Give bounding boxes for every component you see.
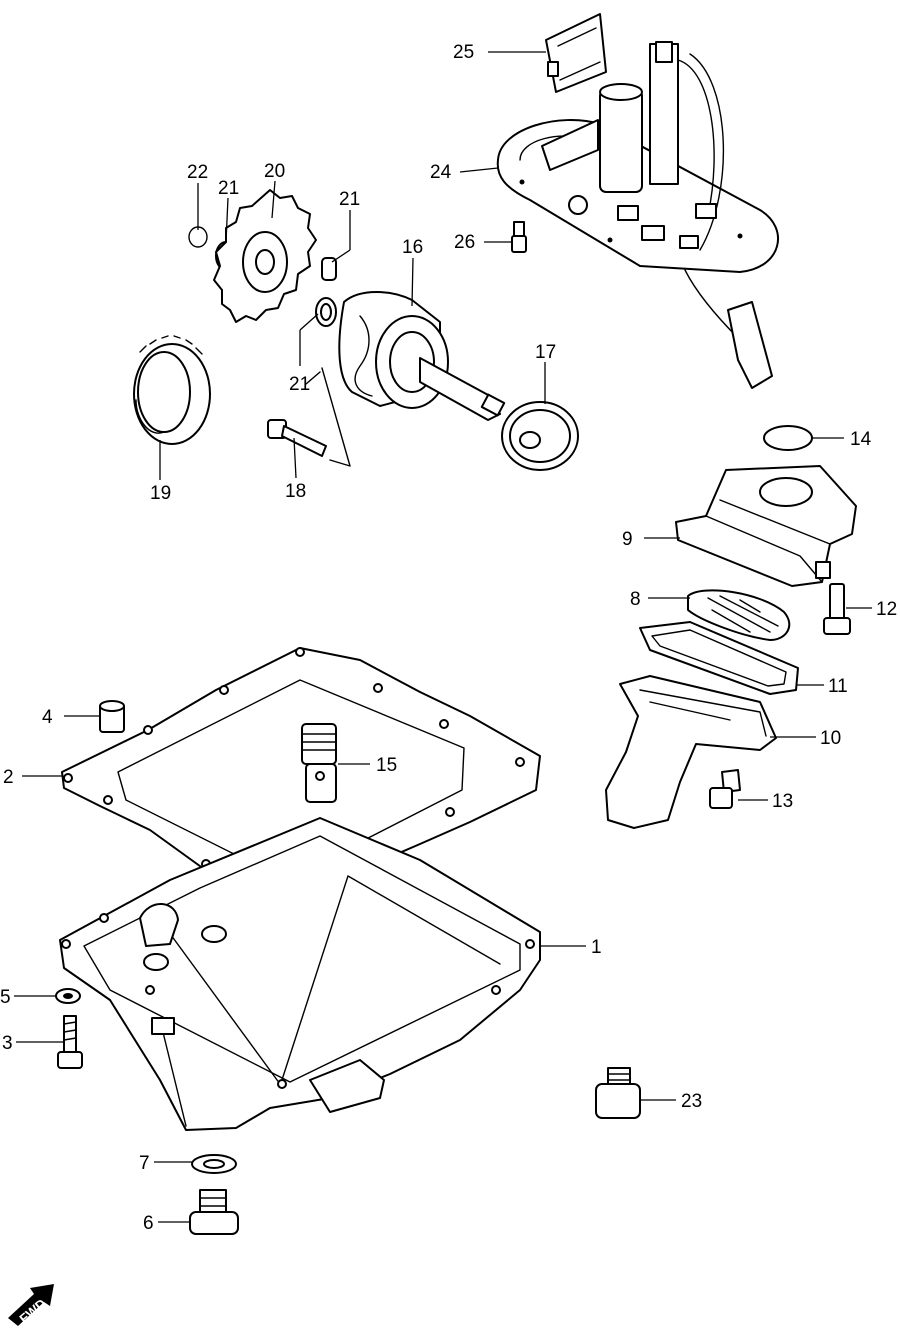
callout-6: 6: [143, 1213, 154, 1234]
callout-19: 19: [150, 483, 171, 504]
part-16-oil-pump: [305, 291, 506, 467]
callout-20: 20: [264, 161, 285, 182]
part-8-strainer-screen: [687, 589, 791, 641]
part-13-bolt: [709, 769, 741, 809]
part-10-strainer-pipe: [605, 675, 777, 829]
part-26-connector-cap: [545, 13, 607, 93]
fwd-direction-badge: FWD: [8, 1284, 54, 1326]
callout-5: 5: [0, 987, 11, 1008]
part-9-strainer-housing: [675, 465, 857, 587]
callout-1: 1: [591, 937, 602, 958]
callout-7: 7: [139, 1153, 150, 1174]
part-20-sprocket: [213, 189, 317, 323]
callout-16: 16: [402, 237, 423, 258]
part-1-oil-pan: [59, 817, 541, 1131]
callout-numbers: 25 24 26 22 21 20 21 16 21 17 18 19 14 9…: [0, 42, 897, 1234]
callout-10: 10: [820, 728, 841, 749]
callout-13: 13: [772, 791, 793, 812]
callout-3: 3: [2, 1033, 13, 1054]
callout-8: 8: [630, 589, 641, 610]
callout-21-upper: 21: [218, 178, 239, 199]
callout-22: 21: [339, 189, 360, 210]
part-21-washer-lower: [315, 297, 337, 327]
part-12-bolt: [823, 583, 851, 635]
part-5-washer: [55, 988, 81, 1004]
part-25-fuel-pump-assembly: [496, 41, 779, 389]
part-4-collar: [99, 700, 125, 733]
callout-9: 9: [622, 529, 633, 550]
part-11-gasket: [639, 621, 799, 695]
part-14-o-ring: [763, 425, 813, 451]
part-27-bolt: [511, 221, 527, 253]
part-24-plug: [595, 1067, 641, 1119]
callout-12: 12: [876, 599, 897, 620]
part-18-bolt: [267, 419, 327, 457]
callout-25: 24: [430, 162, 452, 183]
part-3-bolt: [57, 1015, 83, 1069]
callout-26: 25: [453, 42, 474, 63]
callout-15: 15: [376, 755, 397, 776]
callout-23: 22: [187, 162, 208, 183]
callout-18: 18: [285, 481, 306, 502]
callout-24: 23: [681, 1091, 702, 1112]
part-7-washer: [191, 1154, 237, 1174]
part-15-fitting: [301, 723, 337, 803]
part-6-drain-plug: [189, 1189, 239, 1235]
callout-14: 14: [850, 429, 872, 450]
leader-lines: [14, 51, 872, 1223]
part-17-gasket: [501, 401, 579, 471]
callout-2: 2: [3, 767, 14, 788]
callout-27: 26: [454, 232, 475, 253]
part-19-gear: [133, 335, 211, 445]
callout-11: 11: [828, 676, 848, 697]
callout-4: 4: [42, 707, 53, 728]
part-22-dowel-pin: [321, 257, 337, 281]
callout-17: 17: [535, 342, 556, 363]
callout-21-lower: 21: [289, 374, 310, 395]
